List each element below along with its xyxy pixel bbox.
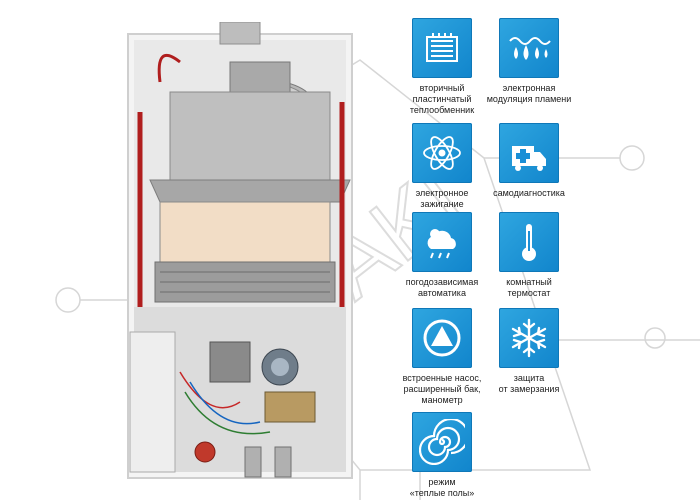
self-diagnostics-icon [499,123,559,183]
feature-label: самодиагностика [493,188,565,198]
feature-electronic-ignition: электронное зажигание [387,123,497,210]
feature-label: электронное зажигание [415,188,469,209]
feature-label: электронная модуляция пламени [486,83,572,104]
feature-frost-protection: защита от замерзания [474,308,584,395]
snowflake-icon [499,308,559,368]
feature-floor-heating-mode: режим «теплые полы» [387,412,497,499]
flame-modulation-icon [499,18,559,78]
feature-label: погодозависимая автоматика [405,277,479,298]
feature-heat-exchanger: вторичный пластинчатый теплообменник [387,18,497,116]
atom-ignition-icon [412,123,472,183]
feature-weather-automation: погодозависимая автоматика [387,212,497,299]
feature-self-diagnostics: самодиагностика [474,123,584,199]
feature-label: вторичный пластинчатый теплообменник [409,83,475,115]
thermometer-icon [499,212,559,272]
feature-label: комнатный термостат [506,277,552,298]
feature-room-thermostat: комнатный термостат [474,212,584,299]
weather-icon [412,212,472,272]
feature-label: встроенные насос, расширенный бак, маном… [402,373,482,405]
boiler-illustration [127,22,353,479]
floor-heating-spiral-icon [412,412,472,472]
feature-flame-modulation: электронная модуляция пламени [474,18,584,105]
feature-label: защита от замерзания [498,373,560,394]
feature-label: режим «теплые полы» [409,477,475,498]
feature-pump-tank-gauge: встроенные насос, расширенный бак, маном… [387,308,497,406]
pump-icon [412,308,472,368]
heat-exchanger-icon [412,18,472,78]
